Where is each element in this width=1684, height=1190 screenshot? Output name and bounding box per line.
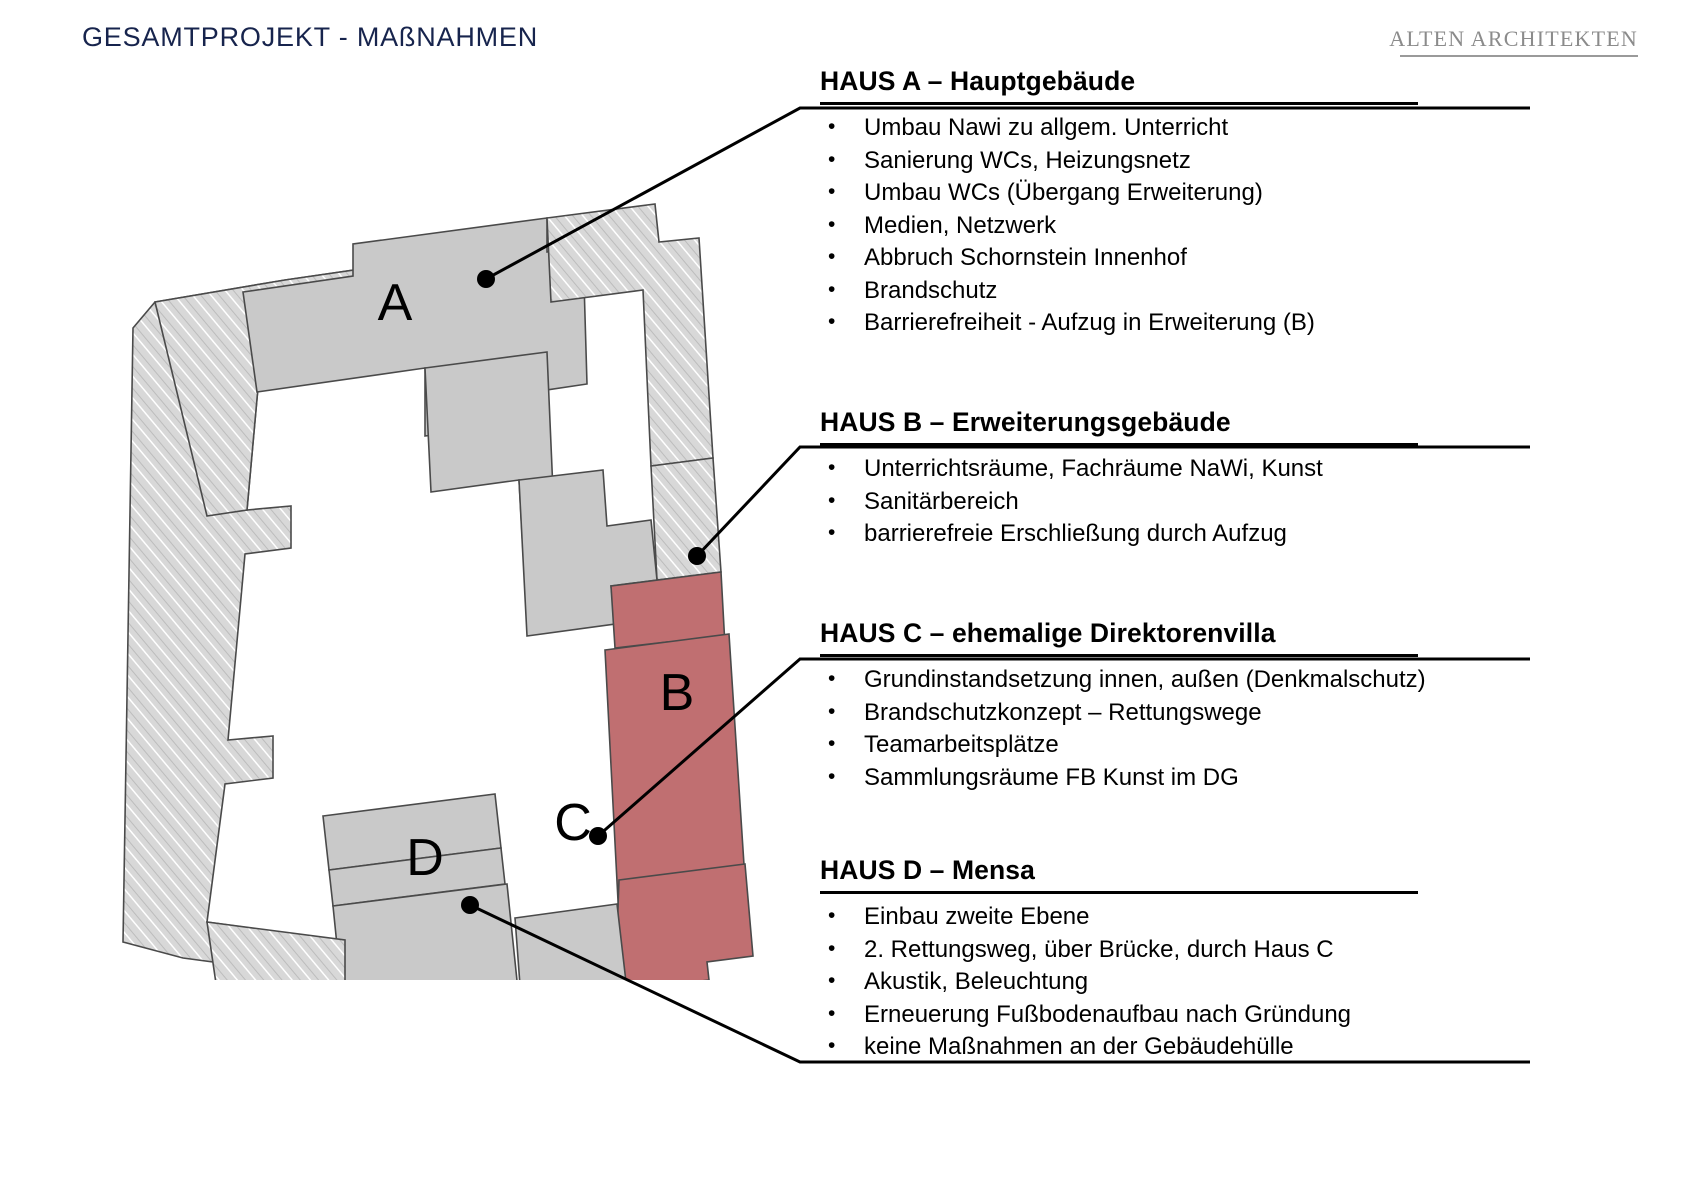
legend-list-item: barrierefreie Erschließung durch Aufzug: [820, 517, 1420, 551]
legend-list-item: Sanierung WCs, Heizungsnetz: [820, 144, 1420, 178]
company-logo: Alten Architekten: [1389, 26, 1638, 57]
legend-list-item: Brandschutzkonzept – Rettungswege: [820, 696, 1420, 730]
legend-heading-b: HAUS B – Erweiterungsgebäude: [820, 407, 1231, 437]
legend-list-c: Grundinstandsetzung innen, außen (Denkma…: [820, 663, 1426, 795]
legend-list-item: Brandschutz: [820, 274, 1420, 308]
logo-underline: [1400, 55, 1638, 57]
legend-list-a: Umbau Nawi zu allgem. UnterrichtSanierun…: [820, 111, 1420, 340]
legend-heading-d: HAUS D – Mensa: [820, 855, 1035, 885]
legend-list-item: 2. Rettungsweg, über Brücke, durch Haus …: [820, 933, 1420, 967]
wall-south: [206, 921, 346, 980]
legend-list-item: Erneuerung Fußbodenaufbau nach Gründung: [820, 998, 1420, 1032]
legend-list-item: Einbau zweite Ebene: [820, 900, 1420, 934]
plan-label-a: A: [378, 274, 413, 332]
legend-list-item: Unterrichtsräume, Fachräume NaWi, Kunst: [820, 452, 1420, 486]
legend-list-b: Unterrichtsräume, Fachräume NaWi, KunstS…: [820, 452, 1420, 551]
legend-block-haus-a: HAUS A – Hauptgebäude Umbau Nawi zu allg…: [820, 66, 1420, 340]
legend-list-item: Akustik, Beleuchtung: [820, 965, 1420, 999]
plan-label-b: B: [660, 664, 695, 722]
wall-east-upper: [650, 457, 722, 581]
legend-list-item: Umbau WCs (Übergang Erweiterung): [820, 176, 1420, 210]
legend-block-haus-d: HAUS D – Mensa Einbau zweite Ebene2. Ret…: [820, 855, 1420, 1064]
floor-plan-drawing: A B C D: [95, 180, 815, 980]
legend-rule-d: [820, 891, 1418, 894]
legend-list-item: Sanitärbereich: [820, 485, 1420, 519]
legend-list-item: Sammlungsräume FB Kunst im DG: [820, 761, 1420, 795]
legend-rule-c: [820, 654, 1418, 657]
plan-label-c: C: [554, 794, 592, 852]
logo-text: Alten Architekten: [1389, 26, 1638, 51]
legend-list-item: Medien, Netzwerk: [820, 209, 1420, 243]
legend-heading-c: HAUS C – ehemalige Direktorenvilla: [820, 618, 1276, 648]
legend-rule-b: [820, 443, 1418, 446]
legend-block-haus-b: HAUS B – Erweiterungsgebäude Unterrichts…: [820, 407, 1420, 551]
legend-list-item: Teamarbeitsplätze: [820, 728, 1420, 762]
building-b-lower: [614, 863, 754, 980]
building-c-body: [514, 903, 627, 980]
legend-list-item: Umbau Nawi zu allgem. Unterricht: [820, 111, 1420, 145]
legend-list-item: keine Maßnahmen an der Gebäudehülle: [820, 1030, 1420, 1064]
page-title: GESAMTPROJEKT - MAßNAHMEN: [82, 22, 539, 52]
legend-block-haus-c: HAUS C – ehemalige Direktorenvilla Grund…: [820, 618, 1426, 795]
legend-rule-a: [820, 102, 1418, 105]
legend-heading-a: HAUS A – Hauptgebäude: [820, 66, 1136, 96]
legend-list-d: Einbau zweite Ebene2. Rettungsweg, über …: [820, 900, 1420, 1064]
legend-list-item: Barrierefreiheit - Aufzug in Erweiterung…: [820, 306, 1420, 340]
plan-label-d: D: [406, 829, 444, 887]
legend-list-item: Abbruch Schornstein Innenhof: [820, 241, 1420, 275]
legend-list-item: Grundinstandsetzung innen, außen (Denkma…: [820, 663, 1426, 697]
